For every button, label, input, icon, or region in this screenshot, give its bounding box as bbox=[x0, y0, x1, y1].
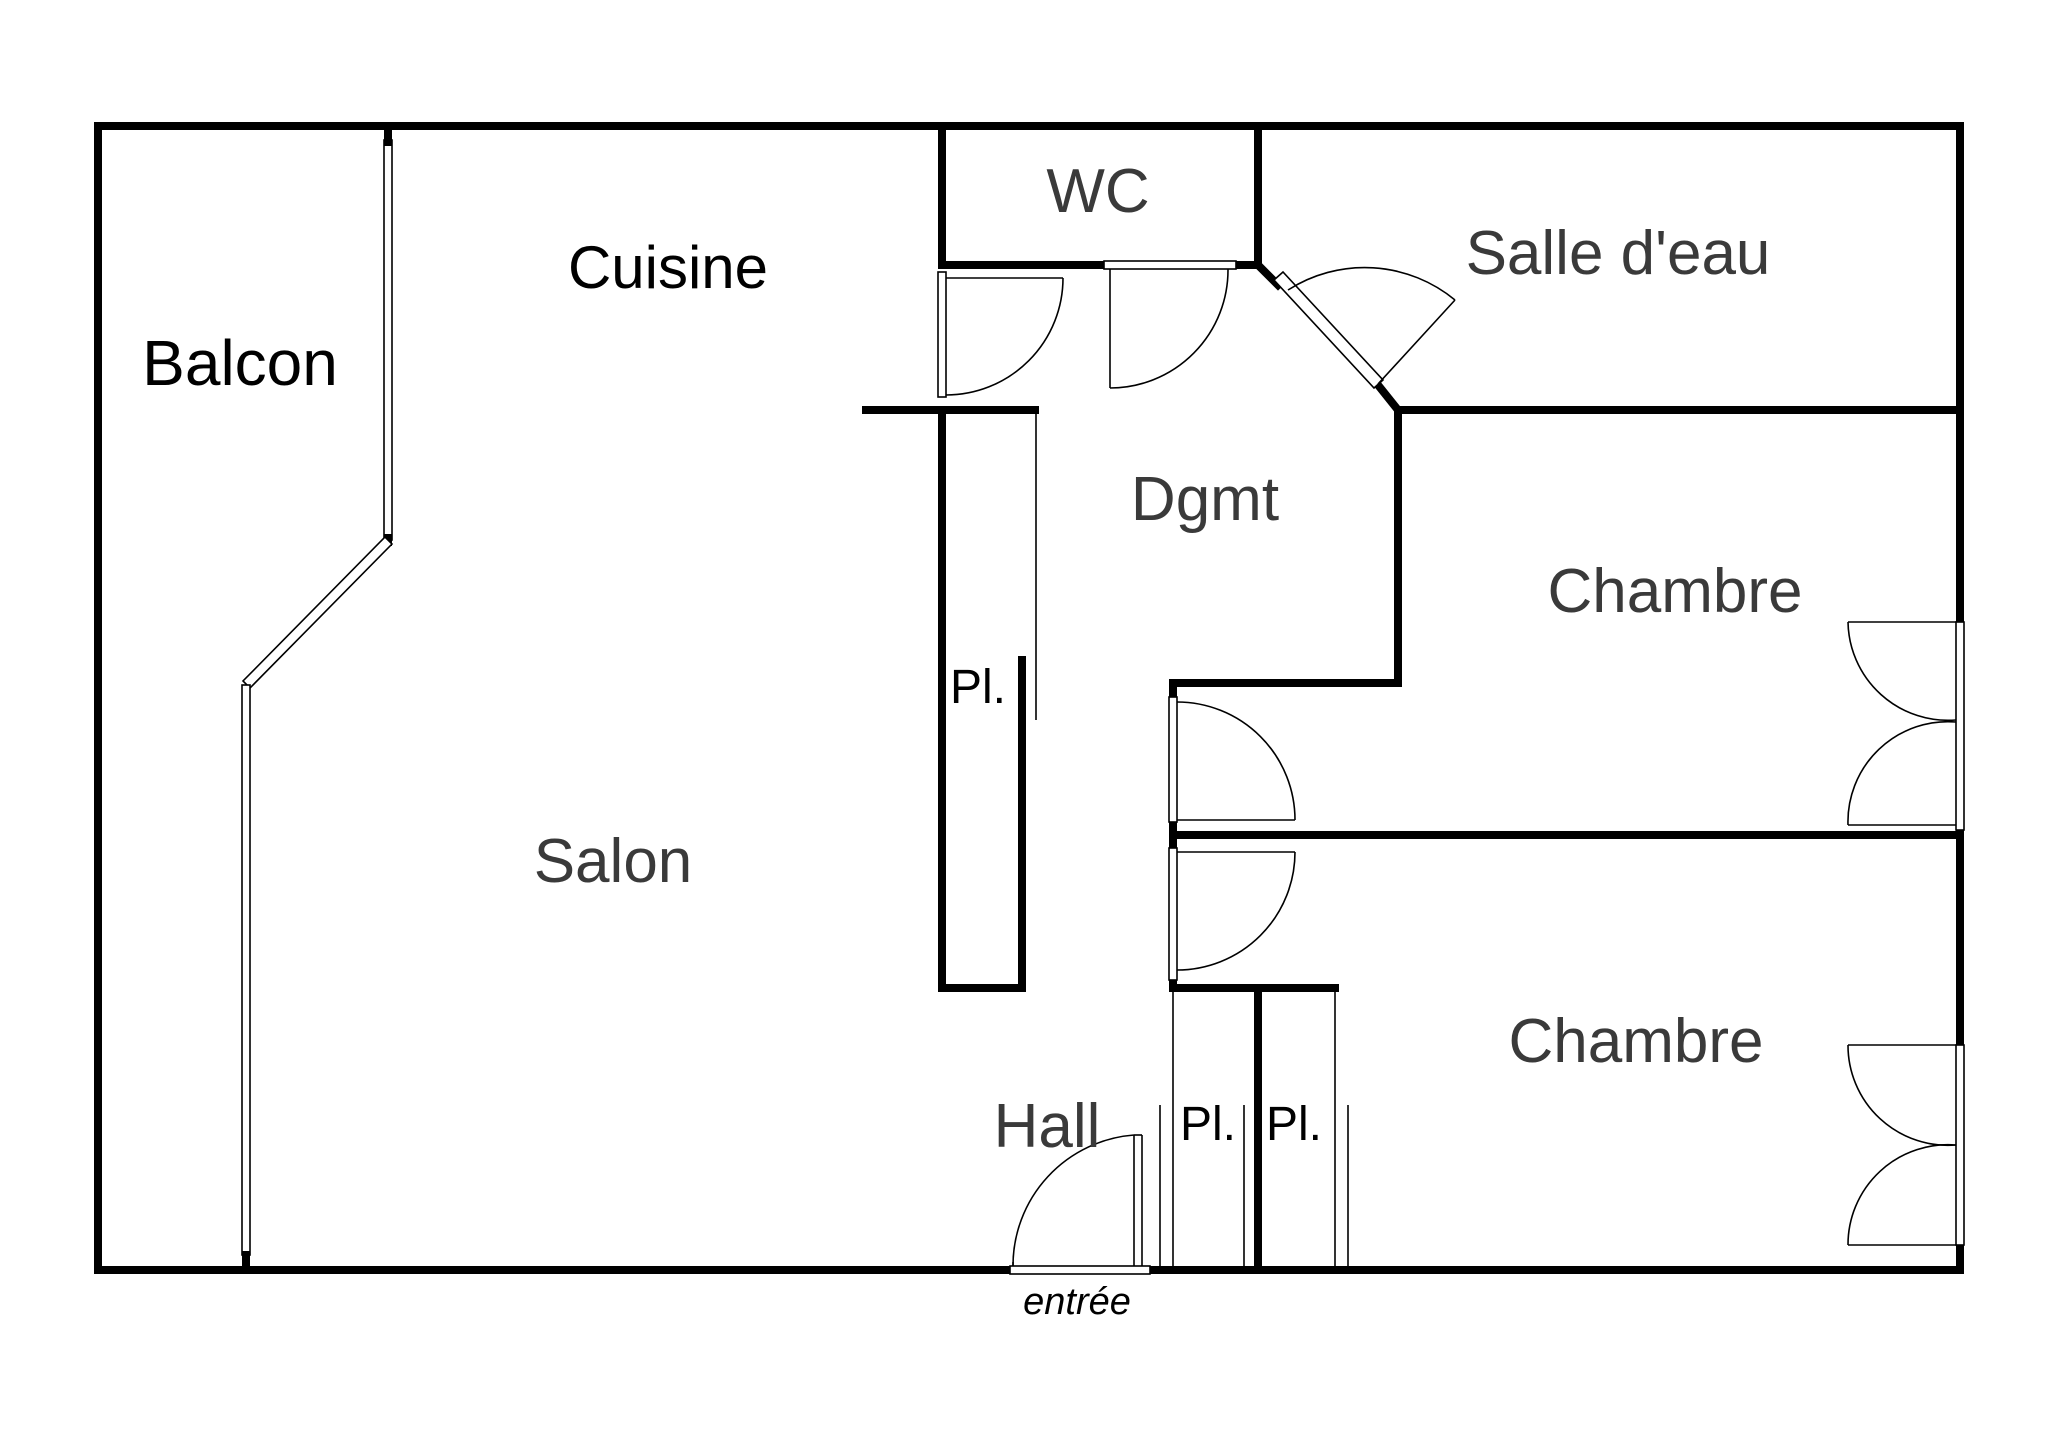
label-dgmt: Dgmt bbox=[1131, 465, 1279, 534]
label-balcon: Balcon bbox=[142, 327, 338, 399]
label-chambre-1: Chambre bbox=[1548, 557, 1803, 626]
window-swing-chambre-2 bbox=[1847, 1044, 1957, 1246]
door-salle-deau bbox=[1272, 266, 1456, 390]
label-placard-2: Pl. bbox=[1180, 1098, 1236, 1151]
door-cuisine bbox=[937, 271, 1064, 398]
door-chambre-1 bbox=[1168, 696, 1296, 823]
label-cuisine: Cuisine bbox=[568, 234, 768, 301]
door-wc bbox=[1103, 260, 1237, 389]
room-labels: Balcon Cuisine WC Salle d'eau Dgmt Chamb… bbox=[142, 157, 1802, 1323]
label-hall: Hall bbox=[994, 1092, 1101, 1161]
label-wc: WC bbox=[1046, 157, 1149, 226]
label-placard-1: Pl. bbox=[950, 661, 1006, 714]
door-chambre-2 bbox=[1168, 847, 1296, 981]
thin-lines bbox=[1035, 410, 1349, 1270]
label-entree: entrée bbox=[1023, 1281, 1131, 1323]
label-salle-deau: Salle d'eau bbox=[1466, 219, 1771, 288]
doors bbox=[937, 260, 1957, 1267]
window-swing-chambre-1 bbox=[1847, 621, 1957, 826]
label-chambre-2: Chambre bbox=[1509, 1007, 1764, 1076]
label-placard-3: Pl. bbox=[1266, 1098, 1322, 1151]
label-salon: Salon bbox=[534, 827, 693, 896]
door-entree bbox=[1012, 1134, 1143, 1267]
windows bbox=[241, 126, 1965, 1275]
interior-walls bbox=[862, 122, 1964, 1274]
